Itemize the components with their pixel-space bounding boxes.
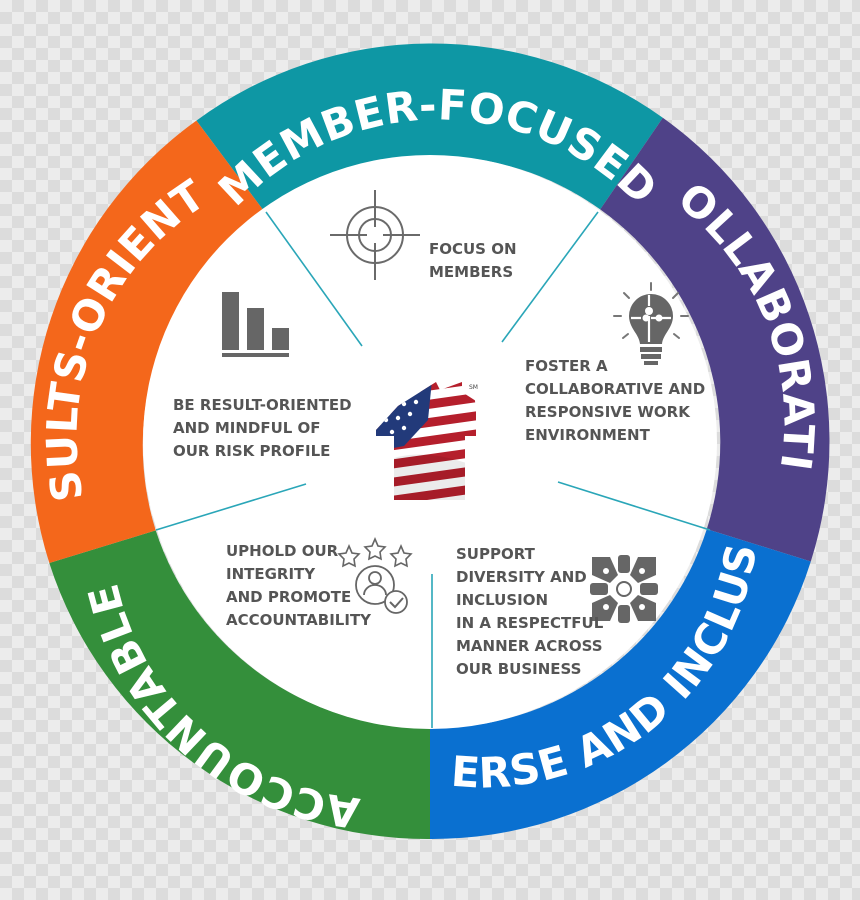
lightbulb-puzzle-icon	[613, 282, 689, 365]
service-mark: SM	[469, 384, 478, 391]
segment-member-focused	[196, 43, 663, 212]
desc-collaborative: FOSTER A COLLABORATIVE AND RESPONSIVE WORK…	[525, 357, 705, 444]
desc-results-oriented: BE RESULT-ORIENTED AND MINDFUL OF OUR RISK…	[173, 396, 352, 460]
segment-diverse-and-inclusive	[430, 529, 811, 840]
description-line: RESPONSIVE WORK	[525, 403, 691, 421]
description-line: INCLUSION	[456, 591, 548, 609]
description-line: AND MINDFUL OF	[173, 419, 321, 437]
bar-chart-icon	[222, 292, 289, 357]
description-line: IN A RESPECTFUL	[456, 614, 604, 632]
dividers	[155, 211, 711, 728]
desc-accountable: UPHOLD OUR INTEGRITY AND PROMOTE ACCOUNTABI…	[226, 542, 372, 629]
description-line: AND PROMOTE	[226, 588, 351, 606]
segment-accountable	[49, 530, 431, 840]
divider-line	[265, 211, 363, 347]
description-line: ACCOUNTABILITY	[226, 611, 372, 629]
description-line: COLLABORATIVE AND	[525, 380, 705, 398]
description-line: UPHOLD OUR	[226, 542, 339, 560]
stars-person-check-icon	[337, 536, 413, 614]
desc-member-focused: FOCUS ON MEMBERS	[429, 240, 517, 281]
segment-collaborative	[600, 117, 830, 562]
description-line: MEMBERS	[429, 263, 513, 281]
description-line: DIVERSITY AND	[456, 568, 587, 586]
desc-diverse-and-inclusive: SUPPORT DIVERSITY AND INCLUSION IN A RESPEC…	[456, 545, 604, 678]
description-line: BE RESULT-ORIENTED	[173, 396, 352, 414]
description-line: FOCUS ON	[429, 240, 517, 258]
crosshair-icon	[330, 190, 420, 280]
divider-line	[557, 481, 711, 531]
segment-results-oriented	[30, 120, 265, 563]
description-line: SUPPORT	[456, 545, 536, 563]
divider-line	[155, 483, 307, 531]
description-line: OUR BUSINESS	[456, 660, 581, 678]
description-line: FOSTER A	[525, 357, 608, 375]
description-line: OUR RISK PROFILE	[173, 442, 330, 460]
description-line: MANNER ACROSS	[456, 637, 603, 655]
description-line: INTEGRITY	[226, 565, 316, 583]
ring	[30, 43, 830, 840]
diverse-hands-icon	[590, 555, 658, 623]
description-line: ENVIRONMENT	[525, 426, 651, 444]
divider-line	[501, 211, 599, 343]
